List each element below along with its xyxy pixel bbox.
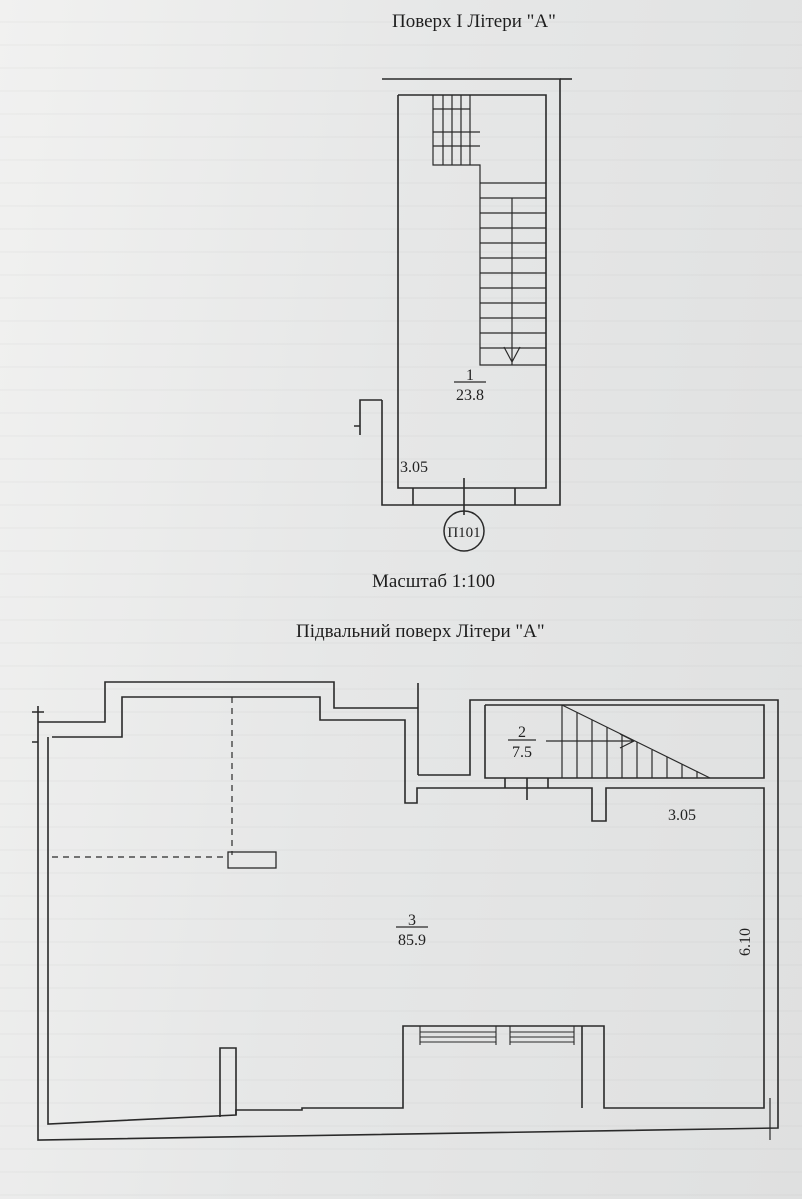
room-3-number: 3 <box>408 912 416 929</box>
room-1-number: 1 <box>466 367 474 384</box>
scale-label: Масштаб 1:100 <box>372 571 496 592</box>
basement-outer-wall <box>37 681 779 1141</box>
basement-title: Підвальний поверх Літери "А" <box>296 621 545 642</box>
room-2-walls <box>484 704 765 779</box>
basement-staircase <box>546 704 711 779</box>
room-2-area: 7.5 <box>512 744 532 761</box>
ground-floor-staircase <box>432 95 546 366</box>
basement-column <box>227 851 277 869</box>
ground-floor-dimension-width: 3.05 <box>400 459 428 476</box>
basement-inner-wall <box>47 696 765 1125</box>
basement-dimension-length: 6.10 <box>737 928 754 956</box>
stair-direction-arrow <box>503 198 521 365</box>
ground-floor-inner-wall <box>397 94 547 489</box>
ground-floor-left-door-stub <box>354 399 382 435</box>
basement-plan <box>32 681 779 1141</box>
ground-floor-plan <box>354 78 572 515</box>
basement-stair-arrow <box>546 733 636 749</box>
entrance-marker-circle <box>443 510 485 552</box>
ground-floor-bottom-door <box>412 488 516 505</box>
room-1-area: 23.8 <box>456 387 484 404</box>
basement-left-door-stub <box>32 706 44 743</box>
basement-partition-left <box>219 1047 237 1117</box>
ground-floor-outer-wall <box>381 78 561 506</box>
ground-floor-title: Поверх I Літери "А" <box>392 11 556 32</box>
room-2-door <box>504 778 549 800</box>
room-3-area: 85.9 <box>398 932 426 949</box>
entrance-marker-label: П101 <box>447 525 480 541</box>
basement-bottom-openings <box>419 1026 575 1045</box>
basement-dimension-width: 3.05 <box>668 807 696 824</box>
room-2-number: 2 <box>518 724 526 741</box>
